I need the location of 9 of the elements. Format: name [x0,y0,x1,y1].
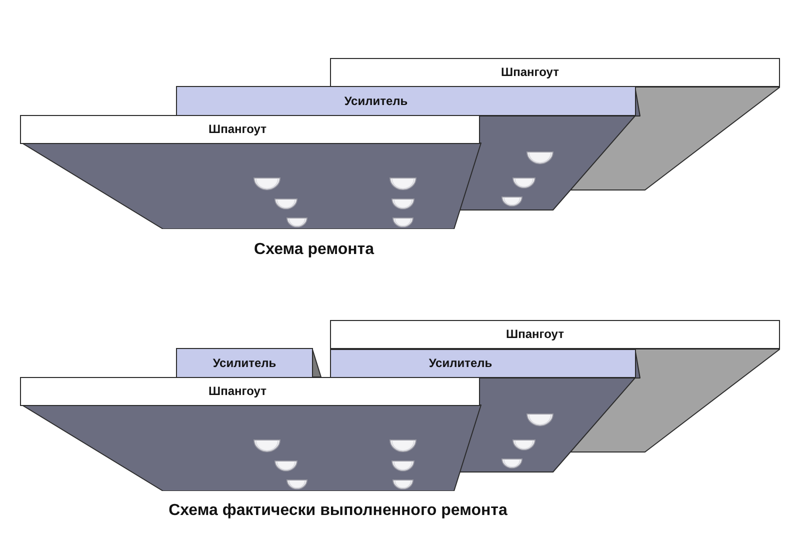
frame-flange: Шпангоут [20,377,480,406]
figure-caption: Схема фактически выполненного ремонта [168,502,508,520]
doubler-strip: Усилитель [176,348,313,378]
doubler-strip: Усилитель [330,349,636,378]
figure-caption: Схема ремонта [253,241,376,259]
doubler-strip: Усилитель [176,86,636,116]
frame-flange: Шпангоут [20,115,480,144]
frame-flange: Шпангоут [330,320,780,349]
frame-flange: Шпангоут [330,58,780,87]
